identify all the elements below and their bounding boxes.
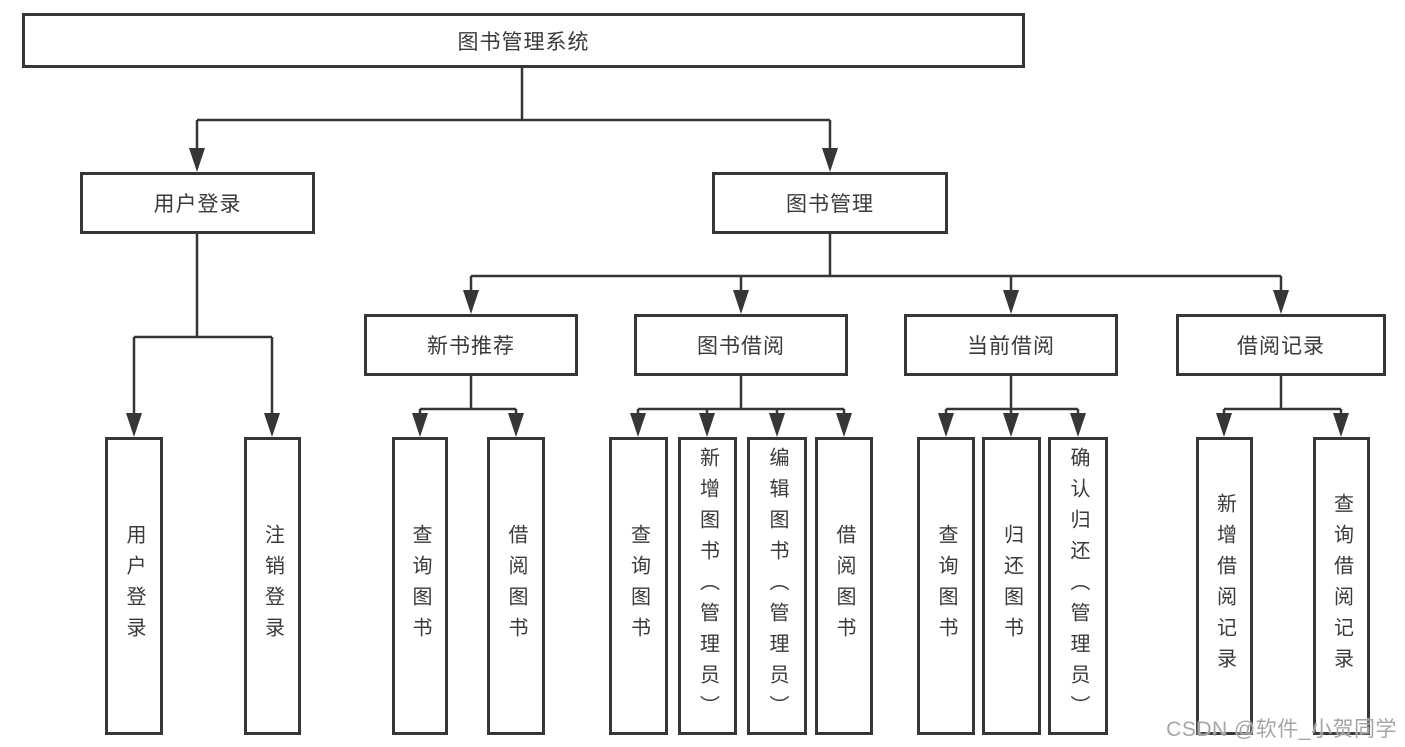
node-current-borrowing-label: 当前借阅 [967,335,1055,358]
leaf-edit-books-admin: 编辑图书（管理员） [747,437,807,735]
csdn-watermark: CSDN @软件_小贺同学 [1166,718,1397,741]
node-book-management: 图书管理 [712,172,948,234]
leaf-borrow-books-recommend-label: 借阅图书 [505,524,527,648]
leaf-confirm-return-admin-label: 确认归还（管理员） [1067,446,1089,726]
leaf-borrow-books-borrowing: 借阅图书 [815,437,873,735]
node-new-book-recommend-label: 新书推荐 [427,335,515,358]
node-book-borrowing-label: 图书借阅 [697,335,785,358]
node-root-system: 图书管理系统 [22,13,1025,68]
node-new-book-recommend: 新书推荐 [364,314,578,376]
leaf-borrow-books-recommend: 借阅图书 [487,437,545,735]
leaf-return-books-label: 归还图书 [1000,524,1023,648]
leaf-add-borrow-record-label: 新增借阅记录 [1213,493,1236,679]
leaf-user-login: 用户登录 [105,437,163,735]
leaf-edit-books-admin-label: 编辑图书（管理员） [766,446,788,726]
leaf-query-books-borrowing: 查询图书 [609,437,668,735]
node-borrowing-records-label: 借阅记录 [1237,335,1325,358]
leaf-query-borrow-record-label: 查询借阅记录 [1330,493,1353,679]
leaf-query-books-recommend-label: 查询图书 [409,524,431,648]
leaf-query-books-borrowing-label: 查询图书 [627,524,650,648]
leaf-query-books-current: 查询图书 [917,437,975,735]
node-book-borrowing: 图书借阅 [634,314,848,376]
leaf-borrow-books-borrowing-label: 借阅图书 [833,524,855,648]
node-borrowing-records: 借阅记录 [1176,314,1386,376]
leaf-add-borrow-record: 新增借阅记录 [1196,437,1253,735]
leaf-add-books-admin: 新增图书（管理员） [678,437,737,735]
leaf-confirm-return-admin: 确认归还（管理员） [1048,437,1108,735]
node-user-login: 用户登录 [80,172,315,234]
leaf-return-books: 归还图书 [982,437,1041,735]
leaf-add-books-admin-label: 新增图书（管理员） [696,446,719,726]
node-current-borrowing: 当前借阅 [904,314,1118,376]
leaf-query-borrow-record: 查询借阅记录 [1313,437,1370,735]
leaf-query-books-recommend: 查询图书 [392,437,448,735]
leaf-logout: 注销登录 [244,437,301,735]
leaf-query-books-current-label: 查询图书 [935,524,957,648]
node-book-management-label: 图书管理 [786,193,874,216]
leaf-logout-label: 注销登录 [261,524,284,648]
node-root-system-label: 图书管理系统 [457,30,590,54]
node-user-login-label: 用户登录 [153,193,242,216]
leaf-user-login-label: 用户登录 [123,524,145,648]
